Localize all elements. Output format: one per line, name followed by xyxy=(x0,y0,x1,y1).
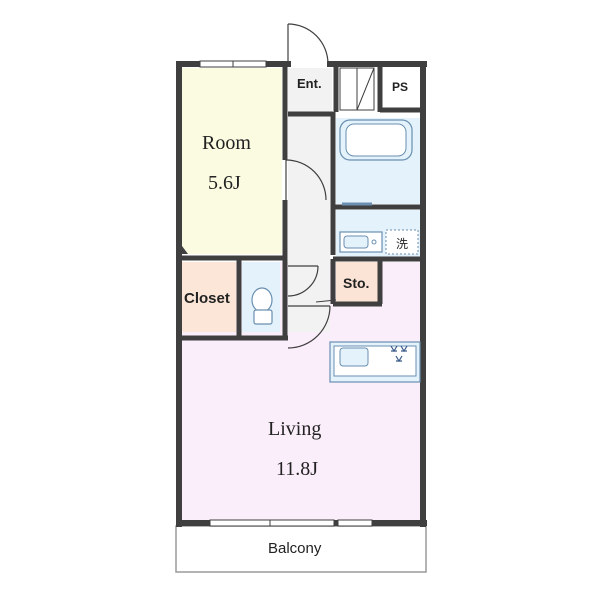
room-window xyxy=(199,60,267,68)
storage-door xyxy=(315,299,337,303)
door-swing-icon xyxy=(287,23,329,65)
toilet-icon xyxy=(251,287,273,325)
pipe-space-floor xyxy=(380,66,422,110)
closet-floor xyxy=(182,262,236,332)
entrance-floor xyxy=(288,68,332,112)
storage-floor xyxy=(336,262,380,302)
hinge-marker xyxy=(182,246,188,254)
pipe-space-label: PS xyxy=(392,80,409,94)
shoe-cabinet xyxy=(339,67,375,111)
storage-label: Sto. xyxy=(343,275,370,291)
room-floor xyxy=(182,68,282,254)
washbasin-icon xyxy=(339,231,383,253)
living-size-label: 11.8J xyxy=(276,458,319,480)
living-window xyxy=(209,519,373,527)
door-swing-icon xyxy=(287,265,319,297)
entrance-label: Ent. xyxy=(297,76,322,91)
sink-icon xyxy=(339,347,369,367)
living-name-label: Living xyxy=(268,418,322,440)
bathtub-icon xyxy=(339,119,413,161)
door-swing-icon xyxy=(285,159,327,201)
stove-icon xyxy=(390,345,408,363)
balcony-floor xyxy=(175,525,427,573)
closet-label: Closet xyxy=(184,290,230,307)
washer-label: 洗 xyxy=(396,237,409,251)
washer-space xyxy=(385,229,419,255)
room-size-label: 5.6J xyxy=(208,172,241,194)
door-swing-icon xyxy=(287,305,331,349)
room-name-label: Room xyxy=(202,132,251,154)
balcony-label: Balcony xyxy=(268,540,322,557)
